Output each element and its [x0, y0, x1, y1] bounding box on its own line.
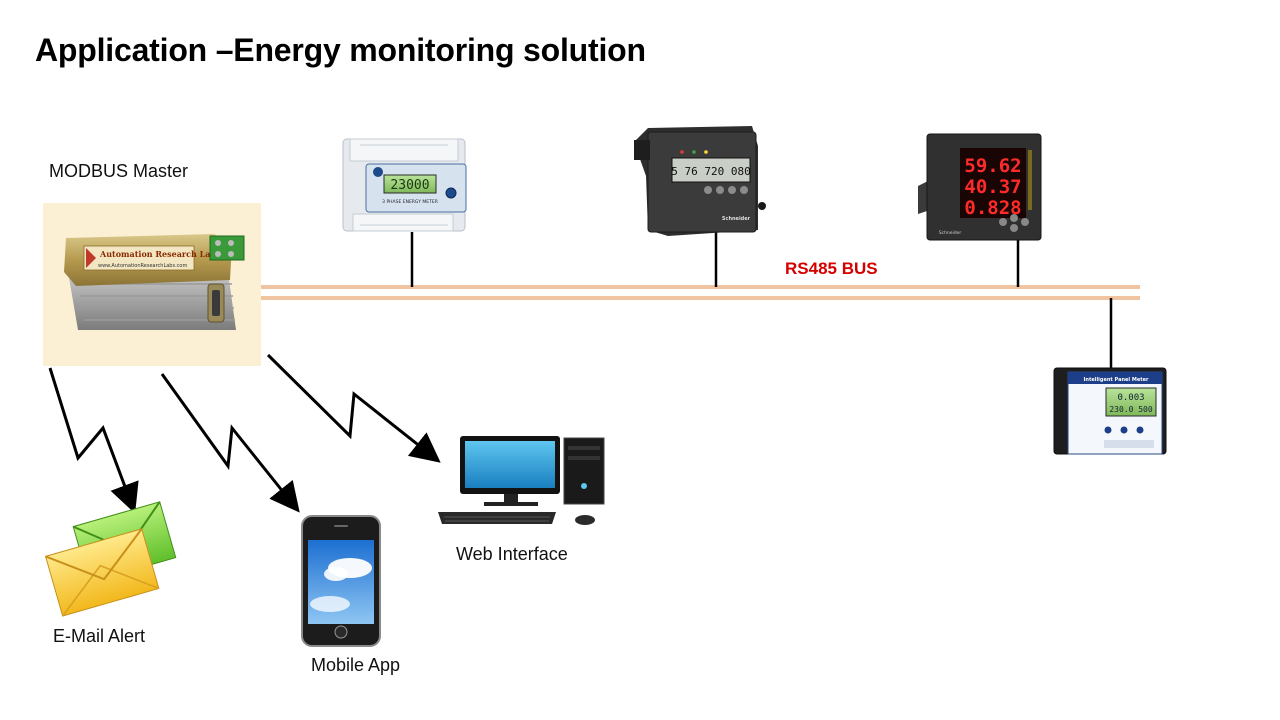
energy-meter-4: Intelligent Panel Meter 0.003 230.0 500	[1053, 367, 1167, 455]
meter-4-row-2: 230.0 500	[1109, 405, 1153, 414]
bus-drop-lines	[410, 228, 1113, 368]
meter-3-row-1: 59.62	[964, 155, 1021, 177]
email-alert-label: E-Mail Alert	[53, 626, 146, 646]
meter-2-brand: Schneider	[722, 216, 751, 222]
meter-4-caption: Intelligent Panel Meter	[1084, 377, 1149, 383]
link-to-email	[48, 367, 139, 514]
link-to-mobile	[160, 373, 300, 513]
mobile-app-label: Mobile App	[311, 655, 401, 675]
meter-3-brand: Schneider	[939, 230, 962, 236]
web-interface-label: Web Interface	[456, 544, 568, 564]
mobile-phone-icon	[301, 515, 381, 647]
page-title: Application –Energy monitoring solution	[35, 32, 646, 68]
energy-meter-1: 23000 3 PHASE ENERGY METER	[342, 138, 467, 232]
email-alert-icon	[44, 501, 177, 617]
modbus-master-device: Automation Research Labs www.AutomationR…	[43, 203, 261, 366]
meter-2-display: 5 76 720 080	[671, 165, 750, 178]
meter-3-row-2: 40.37	[964, 176, 1021, 198]
master-brand-text: Automation Research Labs	[99, 249, 221, 259]
meter-1-display: 23000	[390, 178, 429, 193]
desktop-computer-icon	[438, 436, 605, 525]
rs485-bus	[230, 285, 1140, 300]
meter-3-row-3: 0.828	[964, 197, 1021, 219]
link-to-web	[266, 353, 441, 463]
rs485-bus-label: RS485 BUS	[785, 259, 878, 278]
meter-4-row-1: 0.003	[1117, 393, 1144, 403]
master-brand-url: www.AutomationResearchLabs.com	[98, 263, 187, 269]
modbus-master-label: MODBUS Master	[49, 161, 189, 181]
wireless-links	[48, 353, 441, 514]
energy-meter-2: 5 76 720 080 Schneider	[634, 126, 766, 236]
energy-meter-3: 59.62 40.37 0.828 Schneider	[918, 133, 1042, 241]
meter-1-caption: 3 PHASE ENERGY METER	[382, 199, 438, 205]
